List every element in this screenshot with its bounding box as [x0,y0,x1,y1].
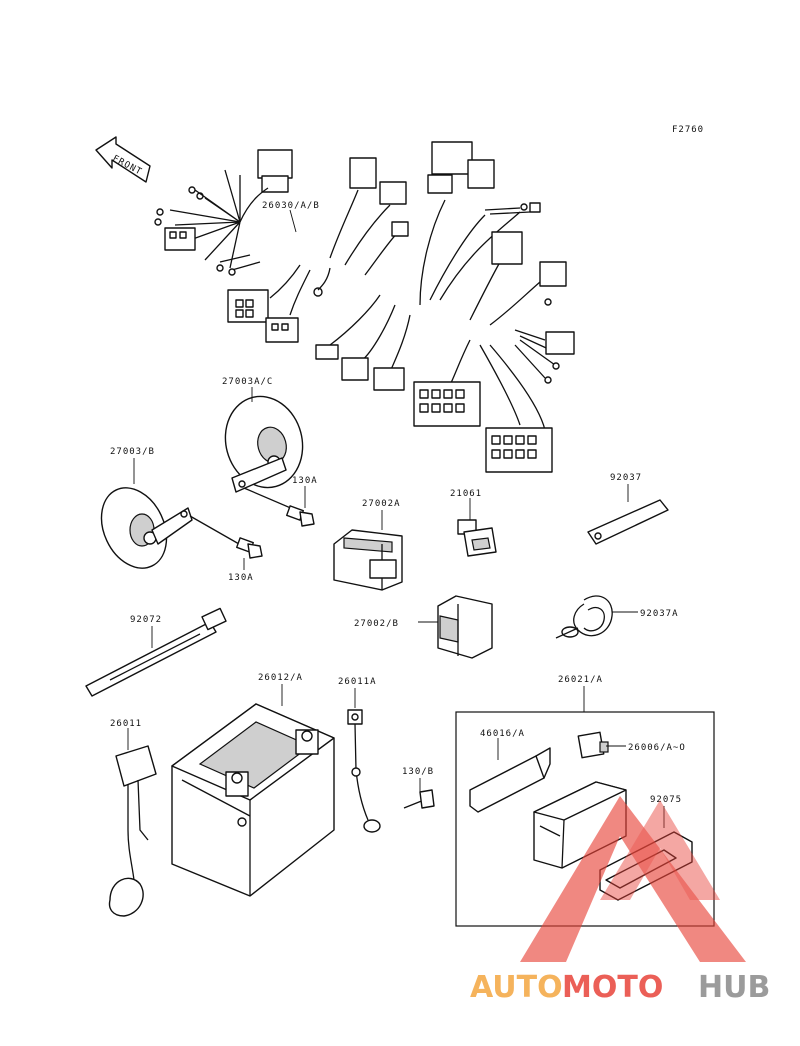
label-bolt-130b: 130/B [402,767,434,777]
label-bolt-130a-lower: 130A [228,573,254,583]
label-cover-92075: 92075 [650,795,682,805]
label-bolt-130a-upper: 130A [292,476,318,486]
label-battery: 26012/A [258,673,303,683]
label-bracket-92037: 92037 [610,473,642,483]
horn-b [100,487,193,569]
label-clamp-92037a: 92037A [640,609,679,619]
fuse-26006 [577,731,609,759]
battery-26012a [171,703,335,897]
label-bracket-46016a: 46016/A [480,729,525,739]
label-fuse-26006: 26006/A~O [628,743,686,753]
label-fuse-box-set: 26021/A [558,675,603,685]
cap-26011 [108,745,157,917]
watermark-word-auto: AUTO [470,970,563,1005]
fuse-box-set-frame [455,711,715,927]
connector-top-right-1 [431,141,473,175]
connector-right-1 [491,231,523,265]
label-relay-27002b: 27002/B [354,619,399,629]
figure-code: F2760 [672,125,704,135]
label-lead-26011a: 26011A [338,677,377,687]
label-switch-21061: 21061 [450,489,482,499]
bolt-130a-upper [243,487,315,527]
relay-27002b [437,595,493,659]
label-wiring-harness: 26030/A/B [262,201,320,211]
label-horn-b: 27003/B [110,447,155,457]
label-cap-26011: 26011 [110,719,142,729]
bracket-92037 [587,499,669,545]
watermark-logo: AUTO MOTO HUB [470,796,770,1005]
horn-ac [224,395,304,493]
connector-top-left [257,149,293,179]
label-horn-ac: 27003A/C [222,377,273,387]
front-arrow: FRONT [95,136,151,183]
connector-top-mid-1 [349,157,377,189]
bracket-46016a [469,747,551,813]
band-92072 [85,607,227,697]
label-relay-27002a: 27002A [362,499,401,509]
switch-21061 [457,519,497,557]
watermark-word-hub: HUB [698,970,770,1005]
lead-26011a [347,709,381,833]
label-band-92072: 92072 [130,615,162,625]
relay-27002a [333,529,403,591]
bolt-130b [403,789,435,809]
wiring-harness [154,141,575,473]
watermark-word-moto: MOTO [562,970,663,1005]
clamp-92037a [555,595,613,639]
bolt-130a-lower [189,515,263,559]
